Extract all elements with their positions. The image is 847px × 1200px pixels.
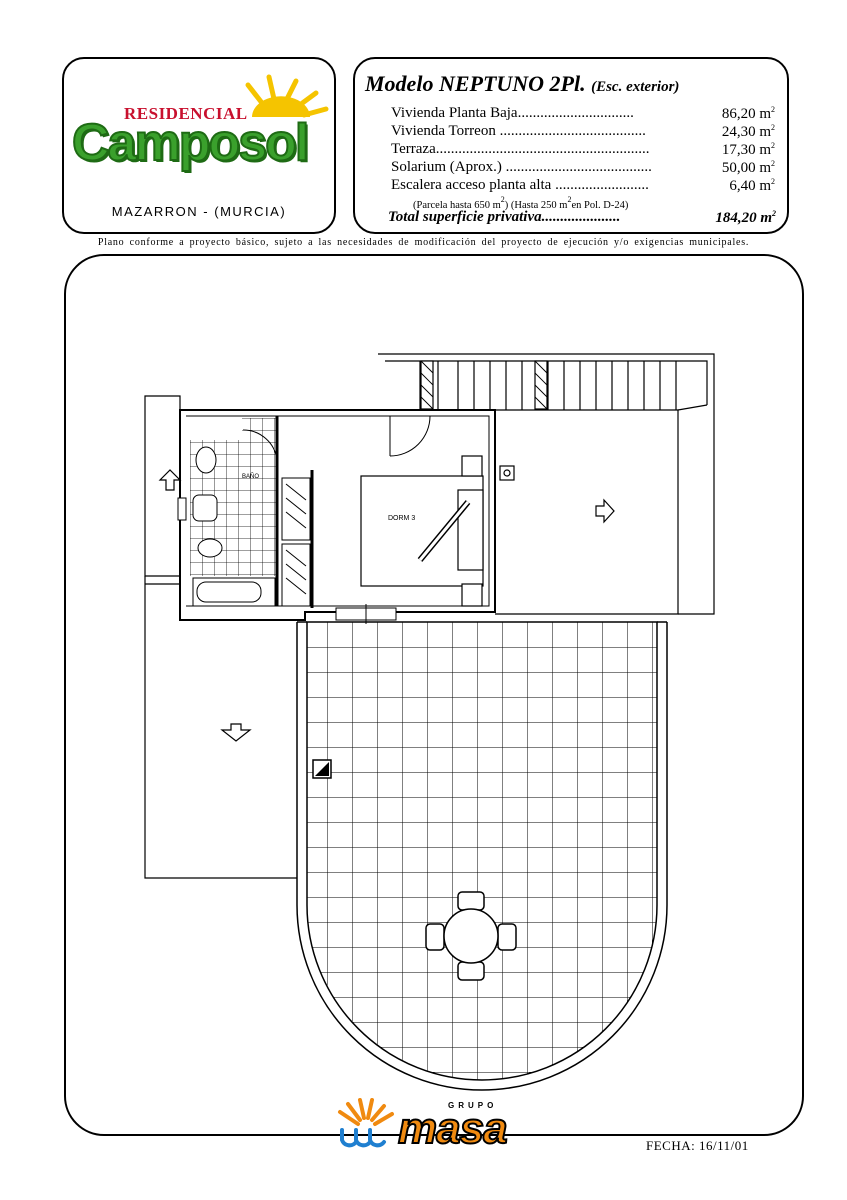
model-name: Modelo NEPTUNO 2Pl. xyxy=(365,71,586,96)
spec-panel: Modelo NEPTUNO 2Pl. (Esc. exterior) Vivi… xyxy=(353,57,789,234)
spec-row-label: Vivienda Torreon .......................… xyxy=(391,123,646,139)
chair-east xyxy=(497,923,517,951)
sun-icon xyxy=(245,74,329,118)
spec-row-label: Vivienda Planta Baja....................… xyxy=(391,105,634,121)
arrow-up-icon xyxy=(158,469,182,491)
spec-row-value: 50,00 m2 xyxy=(721,159,775,176)
arrow-right-icon xyxy=(595,498,615,524)
bidet xyxy=(192,494,218,522)
stair-treads xyxy=(419,361,677,410)
wardrobes xyxy=(281,477,311,607)
staircase-outline xyxy=(378,353,715,615)
solarium-left xyxy=(144,576,297,879)
east-terrace xyxy=(495,409,679,615)
spec-row-value: 24,30 m2 xyxy=(721,123,775,140)
drain-icon xyxy=(312,759,332,779)
washbasin xyxy=(195,446,217,474)
logo-panel: RESIDENCIAL Camposol MAZARRON - (MURCIA) xyxy=(62,57,336,234)
spec-row-label: Escalera acceso planta alta ............… xyxy=(391,177,649,193)
spec-row-value: 6,40 m2 xyxy=(729,177,775,194)
chair-south xyxy=(457,961,485,981)
label-bano: BAÑO xyxy=(242,473,259,480)
grupo-masa-logo xyxy=(338,1098,394,1148)
model-subtitle: (Esc. exterior) xyxy=(591,79,680,95)
toilet xyxy=(197,538,223,558)
total-value: 184,20 m2 xyxy=(715,209,776,226)
round-table xyxy=(425,891,517,981)
chair-north xyxy=(457,891,485,911)
bed xyxy=(360,455,515,607)
total-row: Total superficie privativa..............… xyxy=(388,209,776,226)
brand-camposol: Camposol xyxy=(71,114,310,172)
masa-brand: masa xyxy=(397,1104,509,1153)
window-terrace xyxy=(335,604,397,624)
plano-disclaimer: Plano conforme a proyecto básico, sujeto… xyxy=(97,237,750,248)
spec-row-label: Solarium (Aprox.) ......................… xyxy=(391,159,652,175)
solarium-outline xyxy=(144,395,181,577)
brand-residencial: RESIDENCIAL xyxy=(124,104,248,123)
location-label: MAZARRON - (MURCIA) xyxy=(111,204,287,219)
chair-west xyxy=(425,923,445,951)
grupo-label: GRUPO xyxy=(448,1101,498,1110)
label-dorm: DORM 3 xyxy=(388,515,415,522)
terrace-parapet xyxy=(296,622,668,1091)
terrace-floor xyxy=(307,622,657,1080)
door-stair xyxy=(389,415,431,457)
total-label: Total superficie privativa..............… xyxy=(388,209,621,225)
date-label: FECHA: 16/11/01 xyxy=(646,1138,749,1153)
parcela-note: (Parcela hasta 650 m2) (Hasta 250 m2en P… xyxy=(413,195,629,211)
arrow-down-icon xyxy=(220,723,252,742)
model-title: Modelo NEPTUNO 2Pl. (Esc. exterior) xyxy=(365,71,679,97)
spec-row-label: Terraza.................................… xyxy=(391,141,650,157)
spec-row-value: 86,20 m2 xyxy=(721,105,775,122)
spec-row-value: 17,30 m2 xyxy=(721,141,775,158)
